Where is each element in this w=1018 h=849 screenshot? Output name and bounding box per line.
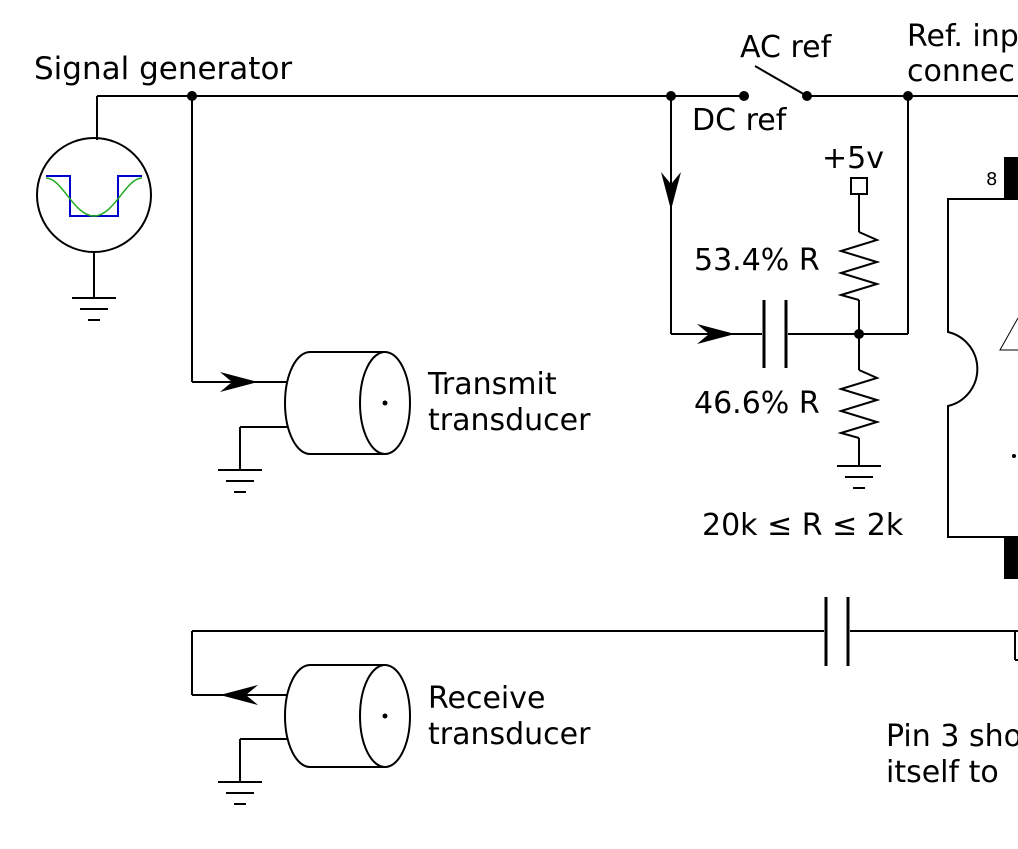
arrow-icon xyxy=(661,172,681,210)
arrow-icon xyxy=(220,685,258,705)
signal-generator-label: Signal generator xyxy=(34,51,292,87)
ground-icon xyxy=(72,297,116,321)
pin-note-line1: Pin 3 sho xyxy=(886,719,1018,754)
receive-transducer-symbol xyxy=(284,664,411,768)
resistor-bottom-symbol xyxy=(837,369,881,439)
arrow-icon xyxy=(220,372,258,392)
top-bus-wire xyxy=(96,95,1018,140)
resistor-top-symbol xyxy=(837,231,881,301)
transmit-transducer-label-line2: transducer xyxy=(428,403,591,438)
pin-pad xyxy=(1004,537,1018,579)
plus-5v-label: +5v xyxy=(822,141,884,176)
signal-generator-symbol xyxy=(36,137,152,298)
square-wave-icon xyxy=(46,175,142,217)
transmit-transducer-symbol xyxy=(284,351,411,455)
transmit-transducer-label-line1: Transmit xyxy=(427,367,557,402)
receive-transducer-label-line2: transducer xyxy=(428,717,591,752)
output-capacitor-symbol xyxy=(824,597,850,666)
ref-input-label-line2: connec xyxy=(907,54,1015,89)
ground-icon xyxy=(218,469,262,493)
arrow-icon xyxy=(697,324,735,344)
resistor-range-label: 20k ≤ R ≤ 2k xyxy=(702,508,904,543)
pin-note-line2: itself to xyxy=(886,755,999,790)
transmit-ground-wire xyxy=(239,426,287,470)
pin-number-label: 8 xyxy=(986,169,997,190)
ground-icon xyxy=(837,465,881,489)
receive-transducer-label-line1: Receive xyxy=(428,681,545,716)
plus-5v-terminal xyxy=(850,177,868,195)
resistor-bottom-label: 46.6% R xyxy=(694,386,820,421)
receive-wire xyxy=(191,630,1018,696)
ac-ref-label: AC ref xyxy=(740,30,833,65)
coupling-capacitor-symbol xyxy=(762,300,788,368)
ic-chip-body xyxy=(947,157,1018,579)
pin-8-pad xyxy=(1004,157,1018,199)
ac-dc-ref-switch xyxy=(739,65,812,101)
dc-ref-label: DC ref xyxy=(692,103,788,138)
sine-wave-icon xyxy=(45,177,143,217)
ground-icon xyxy=(218,781,262,805)
resistor-top-label: 53.4% R xyxy=(694,243,820,278)
junction-dot xyxy=(854,329,864,339)
transmit-wire xyxy=(191,96,287,383)
receive-ground-wire xyxy=(239,738,287,782)
ref-input-label-line1: Ref. inp xyxy=(907,19,1018,54)
